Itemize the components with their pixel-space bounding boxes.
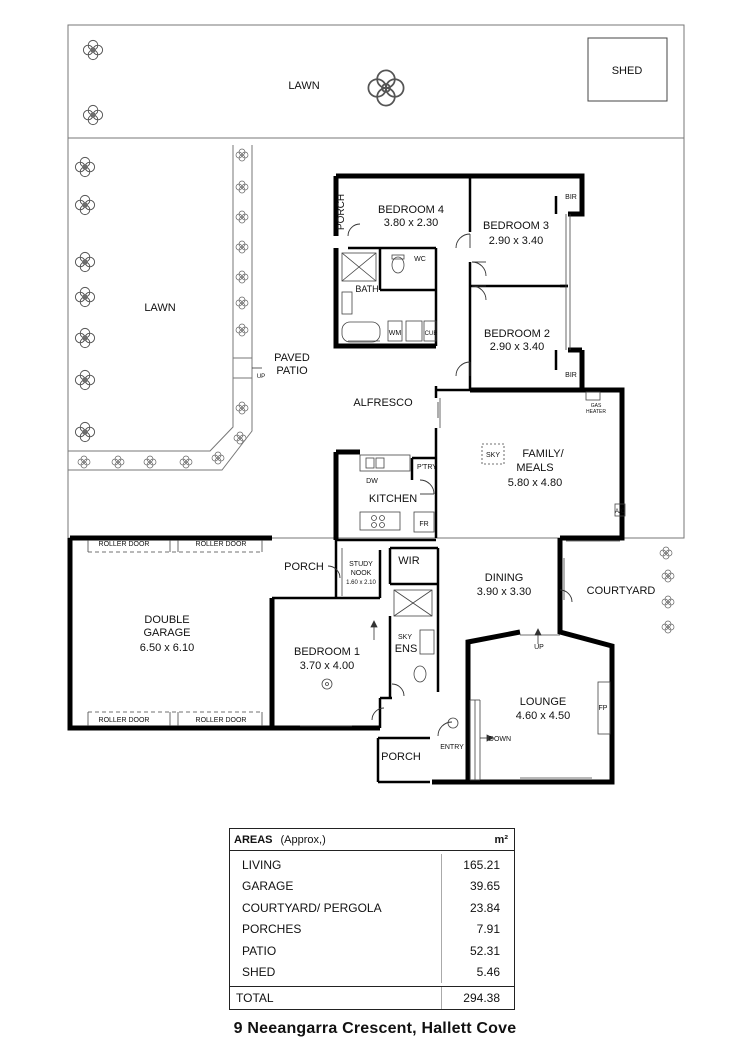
label-paved-2: PATIO <box>276 365 308 377</box>
label-roller-door-2: ROLLER DOOR <box>196 541 247 548</box>
label-dw: DW <box>366 478 378 485</box>
label-down: DOWN <box>489 736 511 743</box>
area-value: 39.65 <box>469 879 500 894</box>
label-bedroom3: BEDROOM 3 <box>483 220 549 232</box>
courtyard-shrubs <box>659 546 675 634</box>
label-bedroom2: BEDROOM 2 <box>484 328 550 340</box>
label-family-size: 5.80 x 4.80 <box>508 477 562 489</box>
areas-unit: m² <box>494 834 508 846</box>
floor-plan: LAWN SHED LAWN PAVED PATIO UP PORCH BEDR… <box>67 24 685 785</box>
label-cub: CUB <box>425 331 438 337</box>
label-family-1: FAMILY/ <box>522 448 564 460</box>
label-garage-size: 6.50 x 6.10 <box>140 642 194 654</box>
area-value: 52.31 <box>469 943 500 958</box>
label-sky-ens: SKY <box>398 634 412 641</box>
area-name: PORCHES <box>230 918 442 940</box>
area-row-porches: PORCHES 7.91 <box>230 918 514 940</box>
area-value: 5.46 <box>476 965 500 980</box>
area-value: 23.84 <box>469 900 500 915</box>
label-bedroom2-size: 2.90 x 3.40 <box>490 341 544 353</box>
label-wir: WIR <box>398 555 419 567</box>
label-study-1: STUDY <box>349 561 373 568</box>
label-gas-2: HEATER <box>586 409 606 415</box>
label-study-2: NOOK <box>351 570 372 577</box>
label-fp: FP <box>599 705 608 712</box>
label-bedroom4-size: 3.80 x 2.30 <box>384 217 438 229</box>
total-value: 294.38 <box>463 991 500 1005</box>
label-entry: ENTRY <box>440 744 464 751</box>
label-porch-bottom: PORCH <box>381 751 421 763</box>
label-lounge-size: 4.60 x 4.50 <box>516 710 570 722</box>
area-name: GARAGE <box>230 875 442 897</box>
label-alfresco: ALFRESCO <box>353 397 413 409</box>
label-ens: ENS <box>395 643 418 655</box>
label-dining-size: 3.90 x 3.30 <box>477 586 531 598</box>
label-courtyard: COURTYARD <box>587 585 656 597</box>
area-value: 165.21 <box>463 857 500 872</box>
internal-walls <box>272 176 568 784</box>
area-row-garage: GARAGE 39.65 <box>230 875 514 897</box>
label-fr: FR <box>419 521 428 528</box>
label-kitchen: KITCHEN <box>369 493 417 505</box>
label-ac: A/C <box>615 509 626 515</box>
areas-title: AREAS(Approx,) <box>234 834 326 846</box>
site-boundary <box>67 24 685 539</box>
label-paved-1: PAVED <box>274 352 310 364</box>
label-lawn-side: LAWN <box>144 302 175 314</box>
label-roller-door-3: ROLLER DOOR <box>99 717 150 724</box>
area-row-shed: SHED 5.46 <box>230 961 514 983</box>
area-name: SHED <box>230 961 442 983</box>
areas-total-row: TOTAL 294.38 <box>230 986 514 1009</box>
shed-outline <box>587 37 668 102</box>
areas-table: AREAS(Approx,) m² LIVING 165.21 GARAGE 3… <box>229 828 515 1010</box>
doors <box>327 223 573 737</box>
areas-subtitle: (Approx,) <box>280 834 326 846</box>
area-row-courtyard: COURTYARD/ PERGOLA 23.84 <box>230 897 514 919</box>
label-dining: DINING <box>485 572 524 584</box>
area-name: COURTYARD/ PERGOLA <box>230 897 442 919</box>
label-bedroom1-size: 3.70 x 4.00 <box>300 660 354 672</box>
area-row-patio: PATIO 52.31 <box>230 940 514 962</box>
label-garage-2: GARAGE <box>143 627 190 639</box>
label-porch-mid: PORCH <box>284 561 324 573</box>
fixtures <box>87 252 626 781</box>
label-lawn-top: LAWN <box>288 80 319 92</box>
room-labels: LAWN SHED LAWN PAVED PATIO UP PORCH BEDR… <box>99 65 656 763</box>
property-address: 9 Neeangarra Crescent, Hallett Cove <box>233 1020 517 1037</box>
label-porch-top: PORCH <box>336 194 347 230</box>
label-bedroom3-size: 2.90 x 3.40 <box>489 235 543 247</box>
areas-rows: LIVING 165.21 GARAGE 39.65 COURTYARD/ PE… <box>230 851 514 986</box>
areas-header: AREAS(Approx,) m² <box>230 829 514 851</box>
lawn-trees <box>74 39 405 443</box>
label-bedroom4: BEDROOM 4 <box>378 204 444 216</box>
label-ptry: P'TRY <box>417 464 437 471</box>
step-arrows <box>252 367 542 742</box>
patio-edge <box>68 145 253 471</box>
label-study-size: 1.60 x 2.10 <box>346 580 376 586</box>
external-walls <box>67 173 625 785</box>
label-sky-family: SKY <box>486 452 500 459</box>
area-name: LIVING <box>230 854 442 876</box>
label-wc: WC <box>414 256 426 263</box>
label-family-2: MEALS <box>516 462 553 474</box>
label-garage-1: DOUBLE <box>144 614 189 626</box>
area-row-living: LIVING 165.21 <box>230 854 514 876</box>
label-lounge: LOUNGE <box>520 696 566 708</box>
label-roller-door-1: ROLLER DOOR <box>99 541 150 548</box>
label-bir-bottom: BIR <box>565 372 577 379</box>
label-up-lounge: UP <box>534 644 544 651</box>
label-bir-top: BIR <box>565 194 577 201</box>
label-gas-1: GAS <box>591 403 602 409</box>
label-bath: BATH <box>355 284 378 294</box>
label-wm: WM <box>389 330 402 337</box>
area-name: PATIO <box>230 940 442 962</box>
windows <box>300 214 620 779</box>
label-roller-door-4: ROLLER DOOR <box>196 717 247 724</box>
area-value: 7.91 <box>476 922 500 937</box>
label-shed: SHED <box>612 65 643 77</box>
label-bedroom1: BEDROOM 1 <box>294 646 360 658</box>
total-label: TOTAL <box>230 987 442 1009</box>
label-up-patio: UP <box>257 374 265 380</box>
